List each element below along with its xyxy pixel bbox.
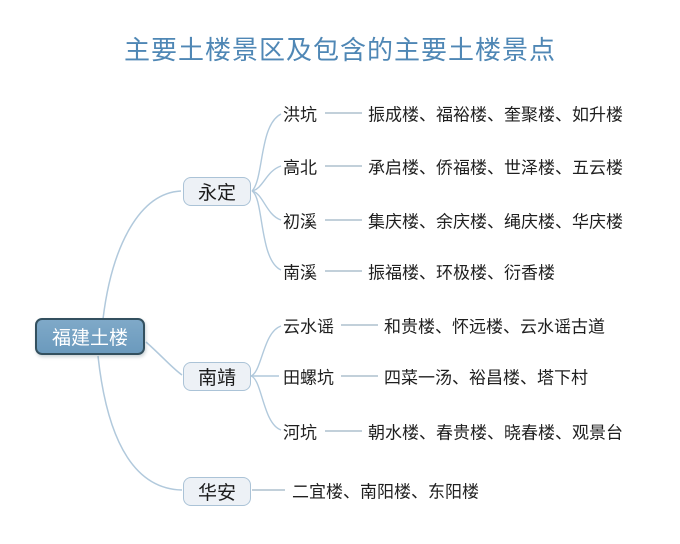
leaf-items-hekeng: 朝水楼、春贵楼、晓春楼、观景台 xyxy=(368,423,623,443)
leaf-items-gaobei: 承启楼、侨福楼、世泽楼、五云楼 xyxy=(368,158,623,178)
label-item-lines xyxy=(252,112,378,491)
root-node-label: 福建土楼 xyxy=(51,328,128,349)
leaf-items-yunshuiyao: 和贵楼、怀远楼、云水谣古道 xyxy=(384,317,605,337)
nanjing-fan xyxy=(250,325,282,431)
branch-node-yongding: 永定 xyxy=(183,177,251,206)
leaf-items-nanxi: 振福楼、环极楼、衍香楼 xyxy=(368,263,555,283)
root-branch-curves xyxy=(97,190,183,491)
root-node-fujian-tulou: 福建土楼 xyxy=(35,318,145,355)
branch-label: 南靖 xyxy=(197,368,236,389)
branch-label: 永定 xyxy=(197,183,236,204)
leaf-items-tianluokeng: 四菜一汤、裕昌楼、塔下村 xyxy=(384,368,588,388)
leaf-label-gaobei: 高北 xyxy=(283,158,317,178)
leaf-label-tianluokeng: 田螺坑 xyxy=(283,368,334,388)
leaf-items-hongkeng: 振成楼、福裕楼、奎聚楼、如升楼 xyxy=(368,105,623,125)
leaf-label-hekeng: 河坑 xyxy=(283,423,317,443)
branch-label: 华安 xyxy=(197,483,236,504)
leaf-label-hongkeng: 洪坑 xyxy=(283,105,317,125)
leaf-label-chuxi: 初溪 xyxy=(283,212,317,232)
curve-root-nanjing xyxy=(145,341,183,376)
curve-root-huaan xyxy=(97,355,183,491)
yongding-fan xyxy=(251,113,282,271)
leaf-items-huaan: 二宜楼、南阳楼、东阳楼 xyxy=(292,482,479,502)
leaf-label-yunshuiyao: 云水谣 xyxy=(283,317,334,337)
diagram-title: 主要土楼景区及包含的主要土楼景点 xyxy=(123,35,556,65)
curve-root-yongding xyxy=(102,190,182,320)
branch-node-huaan: 华安 xyxy=(183,477,251,506)
leaf-label-nanxi: 南溪 xyxy=(283,263,317,283)
leaf-items-chuxi: 集庆楼、余庆楼、绳庆楼、华庆楼 xyxy=(368,212,623,232)
branch-node-nanjing: 南靖 xyxy=(183,362,251,391)
